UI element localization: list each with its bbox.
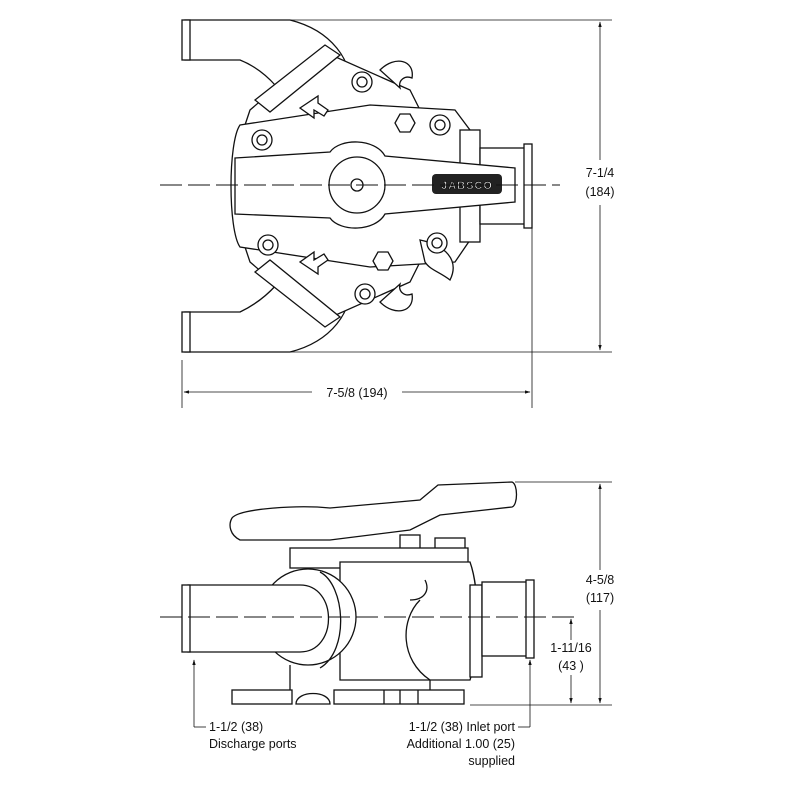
inlet-callout-supplied: supplied xyxy=(468,754,515,768)
height-dimension-mm: (117) xyxy=(586,591,614,605)
height-dimension-mm: (184) xyxy=(585,185,614,199)
discharge-port-rim xyxy=(181,584,191,653)
body-contour xyxy=(405,599,431,681)
discharge-port xyxy=(187,584,330,653)
width-dimension-label: 7-5/8 (194) xyxy=(326,386,387,400)
hex-nut-icon xyxy=(372,251,394,271)
centerline-dimension-mm: (43 ) xyxy=(558,659,584,673)
base-plate-left xyxy=(231,689,293,705)
upper-lock-tab xyxy=(379,60,413,90)
side-body xyxy=(339,561,479,681)
centerline-dimension-inches: 1-11/16 xyxy=(550,641,592,655)
jabsco-logo-plate xyxy=(432,174,502,194)
upper-port-rim xyxy=(181,19,191,61)
inlet-collar xyxy=(469,584,483,678)
hex-nut-icon xyxy=(394,113,416,133)
inlet-callout-note: Additional 1.00 (25) xyxy=(407,737,515,751)
jabsco-logo: JABSCO xyxy=(441,180,493,192)
discharge-callout-size: 1-1/2 (38) xyxy=(209,720,263,734)
body-contour xyxy=(409,579,428,601)
base-plate-right xyxy=(333,689,465,705)
side-handle xyxy=(229,481,518,541)
bolt-holes xyxy=(251,71,451,305)
lower-lock-tab xyxy=(379,282,413,312)
height-dimension-inches: 4-5/8 xyxy=(586,573,615,587)
inlet-callout-size: 1-1/2 (38) Inlet port xyxy=(409,720,516,734)
base-slot xyxy=(295,692,331,705)
inlet-port xyxy=(481,581,528,657)
inlet-port-rim xyxy=(525,579,535,659)
lower-clamp-bar xyxy=(253,259,342,328)
upper-clamp-bar xyxy=(253,44,342,113)
lower-port-rim xyxy=(181,311,191,353)
discharge-callout-label: Discharge ports xyxy=(209,737,297,751)
flow-arrow-icon xyxy=(298,94,329,120)
elbow-rim xyxy=(319,571,342,669)
flow-arrow-icon xyxy=(298,250,329,276)
top-view: JABSCO 7-1/4 (184) 7- xyxy=(160,19,615,408)
inlet-port-rim xyxy=(523,143,533,229)
height-dimension-inches: 7-1/4 xyxy=(586,166,615,180)
side-view: 4-5/8 (117) 1-11/16 (43 ) 1-1/2 (38) Dis… xyxy=(160,481,615,768)
